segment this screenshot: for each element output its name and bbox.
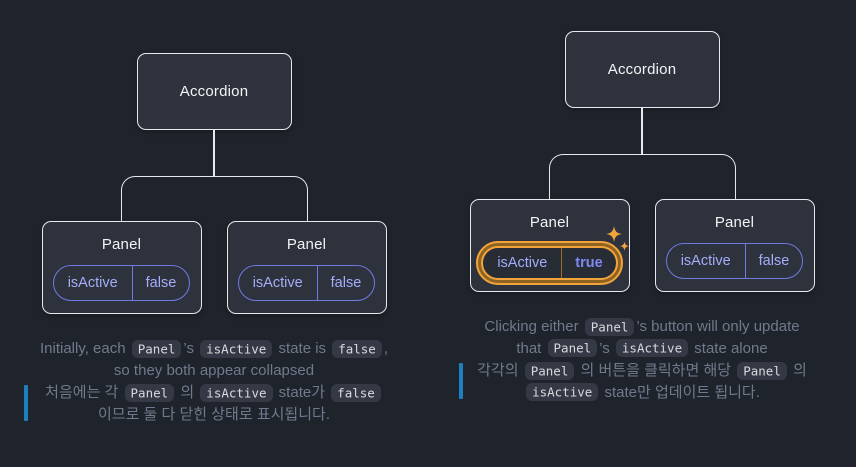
state-value: false [316, 266, 375, 300]
panel-node-active: Panel isActive true [469, 199, 630, 292]
state-key: isActive [252, 275, 303, 291]
state-key: isActive [680, 253, 731, 269]
state-badge: isActive false [665, 243, 804, 279]
caption-korean: 각각의 Panel 의 버튼을 클릭하면 해당 Panel 의 isActive… [459, 360, 811, 403]
panel-node-label: Panel [101, 236, 142, 253]
translation-marker-bar [24, 385, 28, 421]
connector-stem [641, 108, 643, 154]
caption: Clicking either Panel’s button will only… [459, 316, 811, 403]
translation-marker-bar [459, 363, 463, 399]
caption: Initially, each Panel’s isActive state i… [24, 338, 390, 425]
panel-node-label: Panel [529, 214, 570, 231]
panel-node: Panel isActive false [654, 199, 815, 292]
panel-node-label: Panel [286, 236, 327, 253]
figure-initial-state: Accordion Panel isActive false Panel isA… [24, 53, 390, 425]
state-badge: isActive false [237, 265, 376, 301]
state-badge: isActive true [481, 246, 618, 280]
figure-clicked-state: Accordion Panel isActive true Panel isAc… [428, 0, 856, 467]
connector-branch [120, 176, 308, 221]
active-highlight-ring: isActive true [476, 226, 629, 285]
state-key: isActive [67, 275, 118, 291]
panel-row: Panel isActive false Panel isActive fals… [41, 221, 387, 314]
state-value: false [131, 266, 190, 300]
connector-stem [213, 130, 215, 176]
caption-english: Clicking either Panel’s button will only… [484, 317, 800, 357]
panel-node-label: Panel [714, 214, 755, 231]
caption-english: Initially, each Panel’s isActive state i… [39, 339, 389, 379]
accordion-node-label: Accordion [179, 83, 249, 100]
panel-row: Panel isActive true Panel isActive false [469, 199, 815, 292]
panel-node: Panel isActive false [41, 221, 202, 314]
accordion-node-label: Accordion [607, 61, 677, 78]
caption-korean: 처음에는 각 Panel 의 isActive state가 false 이므로… [24, 382, 390, 425]
panel-node: Panel isActive false [226, 221, 387, 314]
accordion-node: Accordion [564, 31, 720, 108]
state-value: false [744, 244, 803, 278]
state-badge: isActive false [52, 265, 191, 301]
connector-branch [548, 154, 736, 199]
state-value: true [561, 248, 615, 278]
state-key: isActive [497, 255, 548, 271]
sparkle-icon [605, 226, 629, 251]
accordion-node: Accordion [136, 53, 292, 130]
